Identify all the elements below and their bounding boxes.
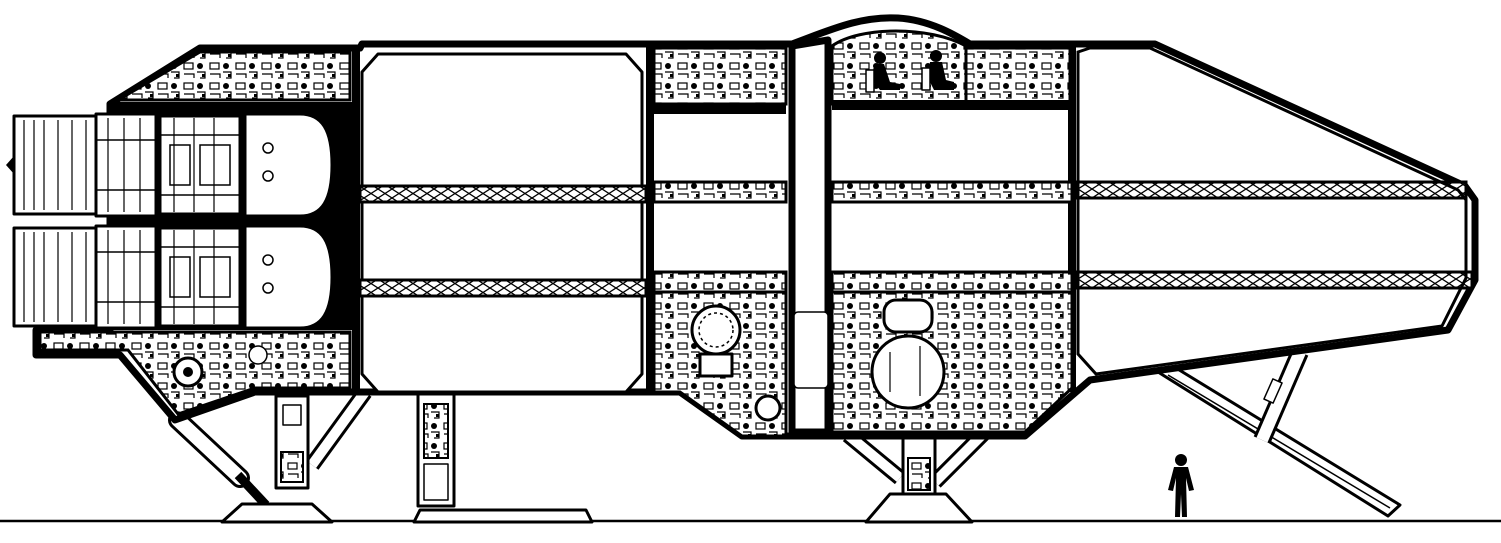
crew-figure-1 [865, 52, 900, 93]
landing-leg-rear [168, 387, 372, 524]
crew-section [830, 29, 1074, 434]
landing-leg-middle [412, 392, 594, 524]
scale-figure [1168, 454, 1194, 517]
reactor-sphere [870, 334, 946, 410]
engine-lower [12, 224, 334, 330]
landing-leg-forward [842, 426, 991, 524]
nose-strut [1253, 348, 1309, 444]
lower-deck [358, 270, 1474, 298]
machinery-section [652, 46, 788, 438]
engine-section [6, 50, 352, 416]
nose-section [1076, 46, 1468, 376]
upper-deck [358, 180, 1468, 204]
forward-cargo-hold [360, 52, 644, 394]
central-shaft [788, 36, 832, 436]
engine-upper [6, 112, 334, 218]
crew-figure-2 [921, 50, 954, 91]
